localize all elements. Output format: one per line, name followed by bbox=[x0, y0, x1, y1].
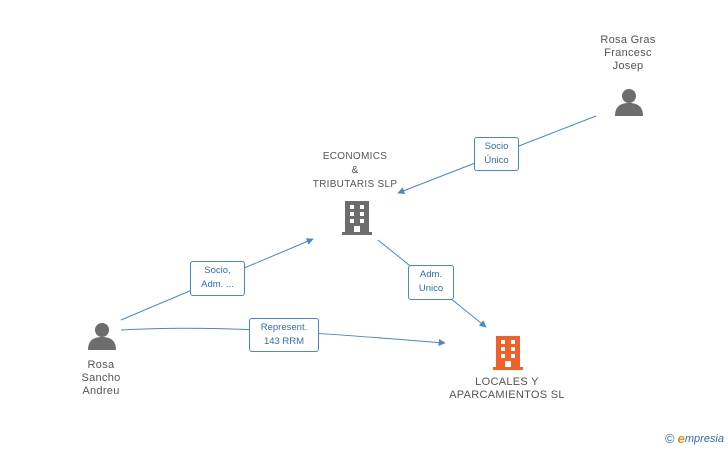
person-icon[interactable] bbox=[88, 323, 116, 350]
node-label-line: LOCALES Y bbox=[475, 376, 539, 388]
edge-label-line: Adm. bbox=[419, 269, 443, 280]
edge-label-socio-adm[interactable]: Socio, Adm. ... bbox=[190, 261, 245, 296]
building-icon[interactable] bbox=[342, 201, 372, 235]
brand-credit[interactable]: © e mpresia bbox=[665, 431, 724, 446]
node-label-line: ECONOMICS bbox=[322, 151, 388, 162]
node-label-line: Rosa Gras bbox=[600, 34, 656, 46]
edge-label-socio-unico[interactable]: Socio Único bbox=[474, 137, 519, 171]
person-icon[interactable] bbox=[615, 89, 643, 116]
edge-label-adm-unico[interactable]: Adm. Unico bbox=[408, 265, 454, 300]
edge-label-line: Socio, bbox=[204, 265, 231, 276]
node-label-rosa-sancho[interactable]: Rosa Sancho Andreu bbox=[60, 359, 142, 398]
edge-label-line: Único bbox=[484, 155, 509, 166]
node-label-rosa-gras[interactable]: Rosa Gras Francesc Josep bbox=[580, 34, 676, 73]
node-label-line: Josep bbox=[612, 60, 644, 72]
edge-label-line: Socio bbox=[484, 141, 509, 152]
node-label-line: APARCAMIENTOS SL bbox=[449, 389, 565, 401]
node-label-line: Rosa bbox=[87, 359, 115, 371]
edge-label-line: Unico bbox=[418, 283, 444, 294]
edge-label-line: 143 RRM bbox=[263, 336, 305, 347]
node-label-line: Andreu bbox=[82, 385, 120, 397]
node-label-line: & bbox=[351, 165, 359, 176]
brand-logo-letter: e bbox=[677, 431, 685, 446]
node-label-line: TRIBUTARIS SLP bbox=[312, 179, 398, 190]
copyright-icon: © bbox=[665, 431, 675, 446]
edge-label-line: Represent. bbox=[260, 322, 308, 333]
edge-label-represent[interactable]: Represent. 143 RRM bbox=[249, 318, 319, 352]
brand-logo-text: mpresia bbox=[684, 432, 724, 445]
node-label-line: Sancho bbox=[81, 372, 121, 384]
node-label-line: Francesc bbox=[604, 47, 652, 59]
node-label-economics[interactable]: ECONOMICS & TRIBUTARIS SLP bbox=[300, 150, 410, 192]
edge-label-line: Adm. ... bbox=[201, 279, 234, 290]
node-label-locales[interactable]: LOCALES Y APARCAMIENTOS SL bbox=[432, 376, 582, 402]
building-icon[interactable] bbox=[493, 336, 523, 370]
